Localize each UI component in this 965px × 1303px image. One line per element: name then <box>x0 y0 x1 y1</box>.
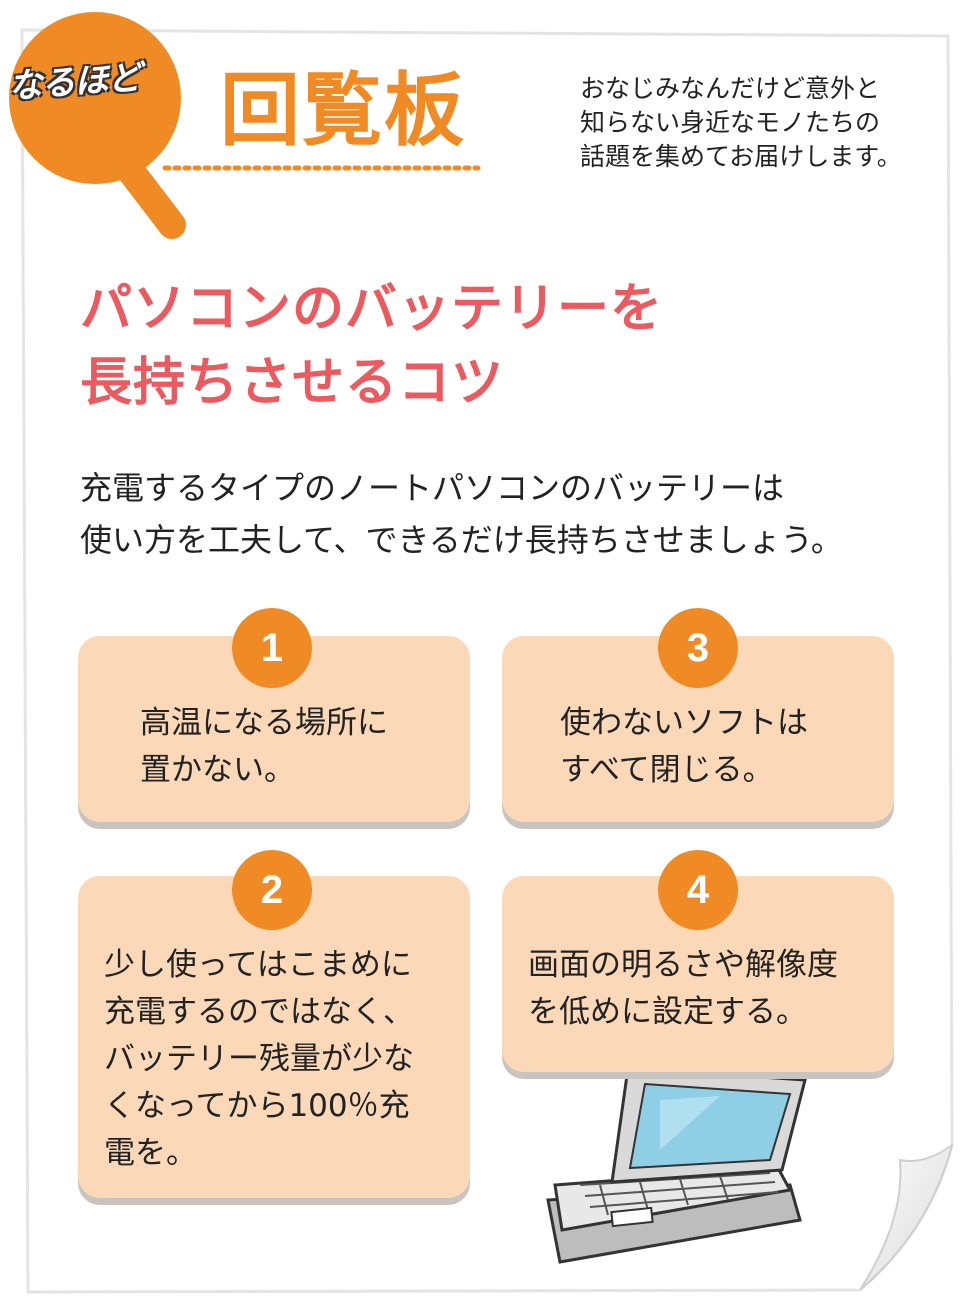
intro-text: おなじみなんだけど意外と 知らない身近なモノたちの 話題を集めてお届けします。 <box>580 74 902 171</box>
tip-badge-1: 1 <box>232 608 312 688</box>
brand-title: 回覧板 <box>220 64 466 157</box>
tip-text-1: 高温になる場所に 置かない。 <box>140 705 388 788</box>
article-headline: パソコンのバッテリーを 長持ちさせるコツ <box>80 279 664 413</box>
tip-text-3: 使わないソフトは すべて閉じる。 <box>560 705 808 788</box>
article-lead: 充電するタイプのノートパソコンのバッテリーは 使い方を工夫して、できるだけ長持ち… <box>80 469 843 559</box>
tip-badge-2: 2 <box>232 850 312 930</box>
tip-text-2: 少し使ってはこまめに 充電するのではなく、 バッテリー残量が少な くなってから1… <box>104 947 414 1171</box>
laptop-icon <box>546 1066 807 1264</box>
tip-badge-4: 4 <box>658 850 738 930</box>
tip-text-4: 画面の明るさや解像度 を低めに設定する。 <box>528 947 838 1030</box>
magnifier-icon <box>9 12 186 239</box>
tip-badge-3: 3 <box>658 608 738 688</box>
